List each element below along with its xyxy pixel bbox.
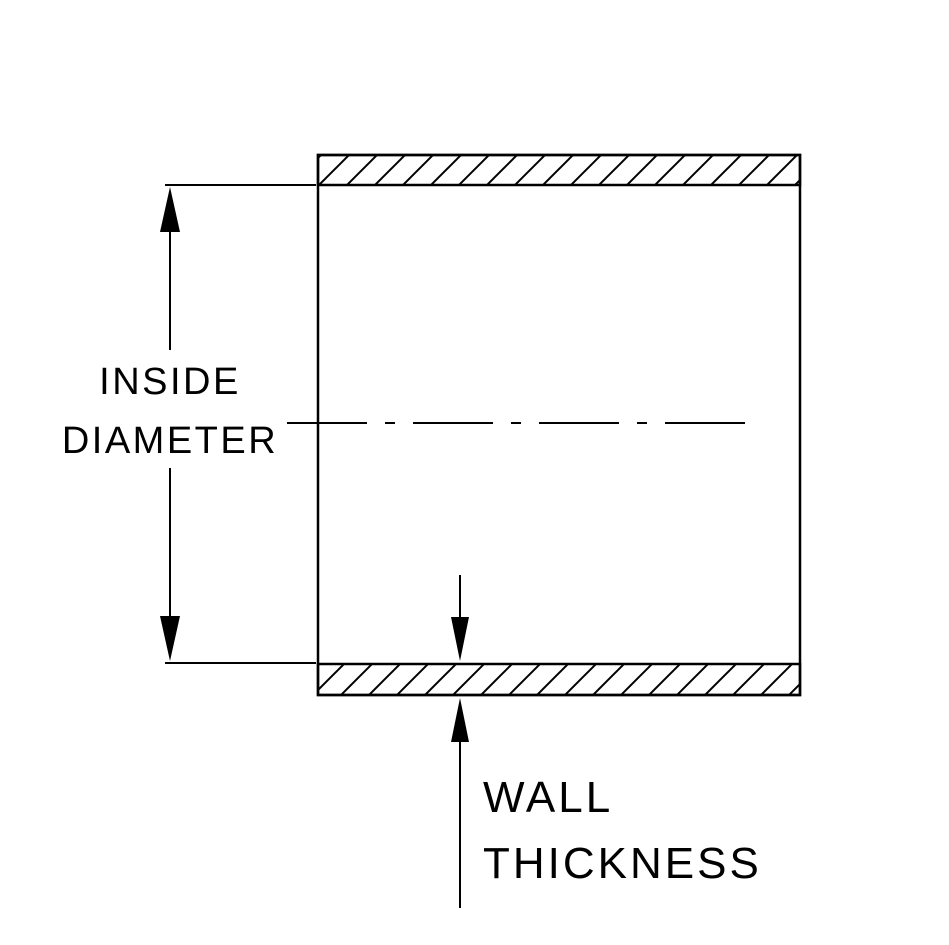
inside-diameter-dimension — [160, 184, 316, 664]
bottom-wall-hatch — [316, 662, 802, 697]
arrow-down-icon — [160, 616, 180, 661]
wall-thickness-dimension — [451, 575, 469, 908]
inside-diameter-label-line2: DIAMETER — [62, 420, 278, 462]
inside-diameter-label-line1: INSIDE — [99, 361, 241, 403]
wall-thickness-label-line2: THICKNESS — [483, 839, 762, 888]
arrow-up-icon — [160, 187, 180, 232]
top-wall-hatch — [316, 153, 802, 187]
wall-thickness-label-line1: WALL — [483, 773, 613, 822]
tube-body-outline — [316, 153, 802, 697]
arrow-up-small-icon — [451, 698, 469, 742]
arrow-down-small-icon — [451, 617, 469, 661]
